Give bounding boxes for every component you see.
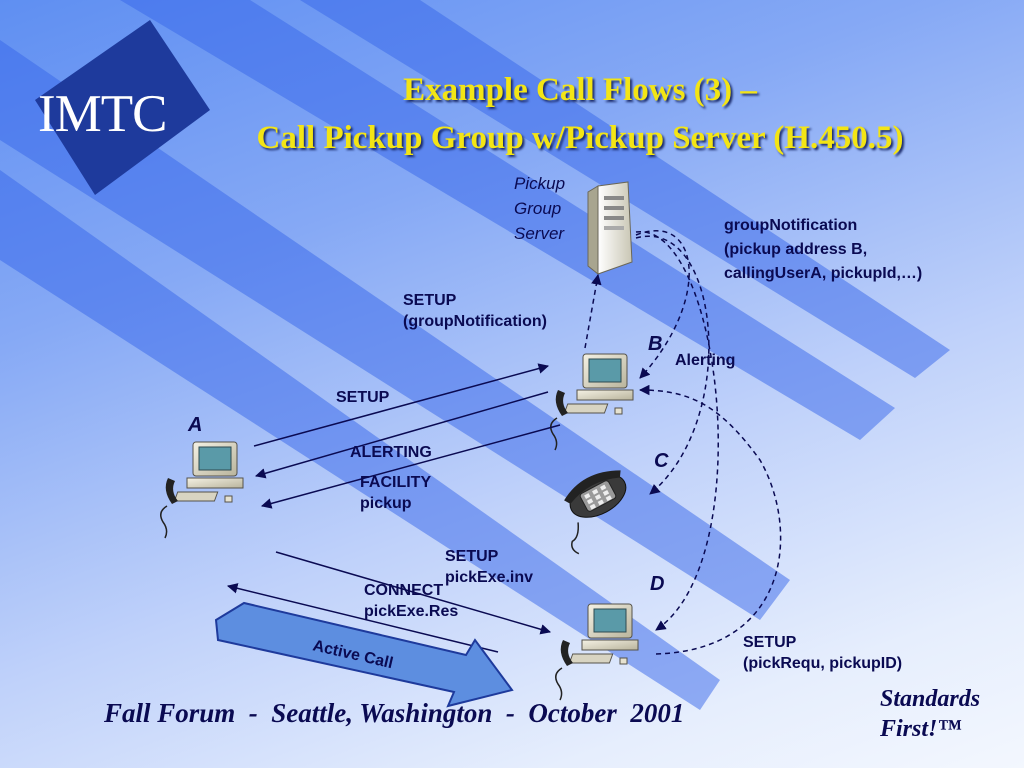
message-line: callingUserA, pickupId,…) xyxy=(724,262,922,286)
server-label-line: Server xyxy=(514,221,565,246)
dashed-arrows xyxy=(585,231,781,654)
page-subtitle: Call Pickup Group w/Pickup Server (H.450… xyxy=(140,120,1020,157)
message-line: CONNECT xyxy=(364,580,458,601)
terminal-d-icon xyxy=(556,604,638,700)
alerting-b-label: Alerting xyxy=(675,350,735,371)
setup-group-notification-label: SETUP (groupNotification) xyxy=(403,290,547,332)
message-line: (pickup address B, xyxy=(724,238,922,262)
telephone-icon xyxy=(547,462,646,555)
setup-label: SETUP xyxy=(336,387,389,408)
node-c-label: C xyxy=(654,450,668,473)
setup-pickrequ-label: SETUP (pickRequ, pickupID) xyxy=(743,632,902,674)
server-label: Pickup Group Server xyxy=(514,171,565,246)
message-line: FACILITY xyxy=(360,472,431,493)
tagline-line: Standards xyxy=(880,684,980,714)
server-label-line: Group xyxy=(514,196,565,221)
alerting-label: ALERTING xyxy=(350,442,432,463)
message-line: (groupNotification) xyxy=(403,311,547,332)
arrow-setup-b-to-server xyxy=(585,275,598,348)
server-tower-icon xyxy=(588,182,632,274)
footer-text: Fall Forum - Seattle, Washington - Octob… xyxy=(104,698,684,729)
message-line: pickup xyxy=(360,493,431,514)
page-title: Example Call Flows (3) – xyxy=(140,72,1020,109)
server-label-line: Pickup xyxy=(514,171,565,196)
terminal-b-icon xyxy=(551,354,633,450)
group-notification-label: groupNotification (pickup address B, cal… xyxy=(724,214,922,286)
facility-pickup-label: FACILITY pickup xyxy=(360,472,431,514)
node-d-label: D xyxy=(650,573,664,596)
terminal-a-icon xyxy=(161,442,243,538)
message-line: (pickRequ, pickupID) xyxy=(743,653,902,674)
arrow-notify-to-d xyxy=(636,232,718,630)
message-line: SETUP xyxy=(743,632,902,653)
arrow-pickrequ-d-to-server xyxy=(640,390,781,654)
message-line: SETUP xyxy=(403,290,547,311)
connect-pickexe-label: CONNECT pickExe.Res xyxy=(364,580,458,622)
node-b-label: B xyxy=(648,333,662,356)
tagline-line: First!™ xyxy=(880,714,980,744)
standards-first-tagline: Standards First!™ xyxy=(880,684,980,744)
message-line: groupNotification xyxy=(724,214,922,238)
node-a-label: A xyxy=(188,414,202,437)
message-line: SETUP xyxy=(445,546,533,567)
message-line: pickExe.Res xyxy=(364,601,458,622)
